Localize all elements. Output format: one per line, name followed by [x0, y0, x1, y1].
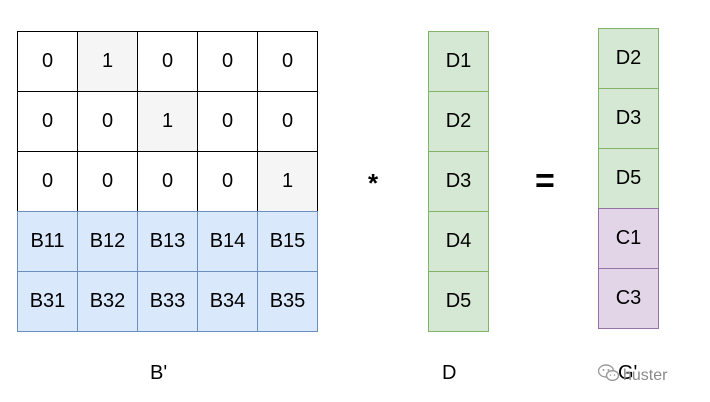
matrix-cell: 0 [77, 151, 138, 212]
matrix-cell: B32 [77, 271, 138, 332]
wechat-icon [597, 364, 620, 387]
vector-g-cell: C1 [598, 208, 659, 269]
vector-g-label: G' [618, 362, 638, 384]
matrix-cell: B13 [137, 211, 198, 272]
matrix-b-label: B' [150, 362, 168, 384]
vector-d-label: D [442, 362, 457, 384]
matrix-cell: B35 [257, 271, 318, 332]
matrix-cell: B14 [197, 211, 258, 272]
matrix-cell: B33 [137, 271, 198, 332]
vector-g-cell: D3 [598, 88, 659, 149]
matrix-cell: 0 [257, 91, 318, 152]
equals-operator: = [535, 162, 555, 200]
multiply-operator: * [368, 168, 379, 198]
matrix-cell: 1 [257, 151, 318, 212]
matrix-cell: 0 [77, 91, 138, 152]
vector-d-cell: D4 [428, 211, 489, 272]
matrix-cell: 1 [77, 31, 138, 92]
vector-g-cell: D5 [598, 148, 659, 209]
matrix-cell: 0 [17, 91, 78, 152]
vector-d-cell: D1 [428, 31, 489, 92]
matrix-cell: 0 [17, 151, 78, 212]
matrix-cell: 0 [17, 31, 78, 92]
matrix-cell: 0 [137, 31, 198, 92]
matrix-cell: B11 [17, 211, 78, 272]
vector-d-cell: D2 [428, 91, 489, 152]
matrix-cell: 0 [197, 151, 258, 212]
vector-d-cell: D3 [428, 151, 489, 212]
matrix-cell: B15 [257, 211, 318, 272]
watermark-text: huster [623, 366, 668, 384]
vector-g-cell: D2 [598, 28, 659, 89]
matrix-cell: B34 [197, 271, 258, 332]
watermark: huster [597, 364, 668, 387]
matrix-cell: B31 [17, 271, 78, 332]
matrix-cell: 0 [197, 31, 258, 92]
matrix-cell: 0 [257, 31, 318, 92]
matrix-cell: 0 [197, 91, 258, 152]
vector-g-cell: C3 [598, 268, 659, 329]
matrix-cell: 0 [137, 151, 198, 212]
matrix-cell: B12 [77, 211, 138, 272]
matrix-cell: 1 [137, 91, 198, 152]
vector-d-cell: D5 [428, 271, 489, 332]
